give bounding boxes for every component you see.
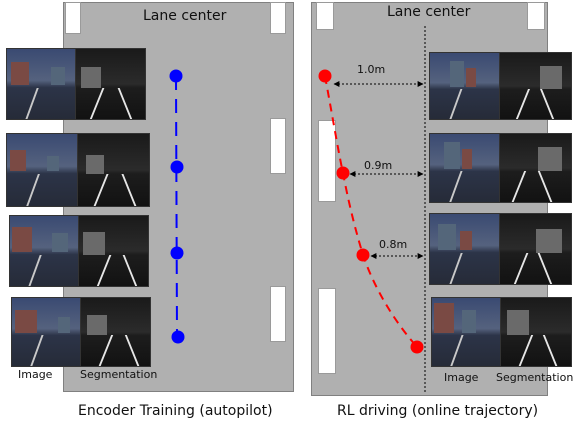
right-road-title: Lane center	[387, 4, 471, 20]
segmentation-thumbnail	[78, 215, 149, 287]
segmentation-thumbnail	[500, 297, 572, 367]
rl-point	[336, 166, 350, 180]
autopilot-point	[169, 69, 183, 83]
camera-image-thumbnail	[6, 133, 79, 207]
autopilot-path	[175, 75, 178, 338]
rl-trajectory	[324, 75, 418, 348]
deviation-label: 0.8m	[379, 238, 408, 251]
image-label: Image	[444, 371, 479, 384]
rl-point	[356, 248, 370, 262]
right-road-marking	[527, 2, 545, 30]
rl-point	[318, 69, 332, 83]
segmentation-label: Segmentation	[496, 371, 574, 384]
autopilot-point	[171, 330, 185, 344]
deviation-label: 0.9m	[364, 159, 393, 172]
camera-image-thumbnail	[429, 133, 501, 203]
right-panel-caption: RL driving (online trajectory)	[337, 403, 539, 419]
left-road-title: Lane center	[143, 8, 227, 24]
left-road-marking	[65, 2, 81, 34]
right-road-marking	[318, 120, 336, 202]
camera-image-thumbnail	[11, 297, 82, 367]
segmentation-thumbnail	[77, 133, 150, 207]
camera-image-thumbnail	[9, 215, 80, 287]
left-road-marking	[270, 118, 286, 174]
right-road-marking	[316, 2, 334, 30]
segmentation-thumbnail	[499, 133, 572, 203]
right-road-marking	[318, 288, 336, 374]
left-panel-caption: Encoder Training (autopilot)	[78, 403, 273, 419]
deviation-label: 1.0m	[357, 63, 386, 76]
segmentation-label: Segmentation	[80, 368, 158, 381]
image-label: Image	[18, 368, 53, 381]
autopilot-point	[170, 246, 184, 260]
segmentation-thumbnail	[499, 213, 572, 285]
left-road-marking	[270, 2, 286, 34]
camera-image-thumbnail	[429, 213, 501, 285]
camera-image-thumbnail	[429, 52, 501, 120]
segmentation-thumbnail	[80, 297, 151, 367]
camera-image-thumbnail	[6, 48, 77, 120]
rl-point	[410, 340, 424, 354]
left-road-marking	[270, 286, 286, 342]
segmentation-thumbnail	[499, 52, 572, 120]
segmentation-thumbnail	[75, 48, 146, 120]
autopilot-point	[170, 160, 184, 174]
